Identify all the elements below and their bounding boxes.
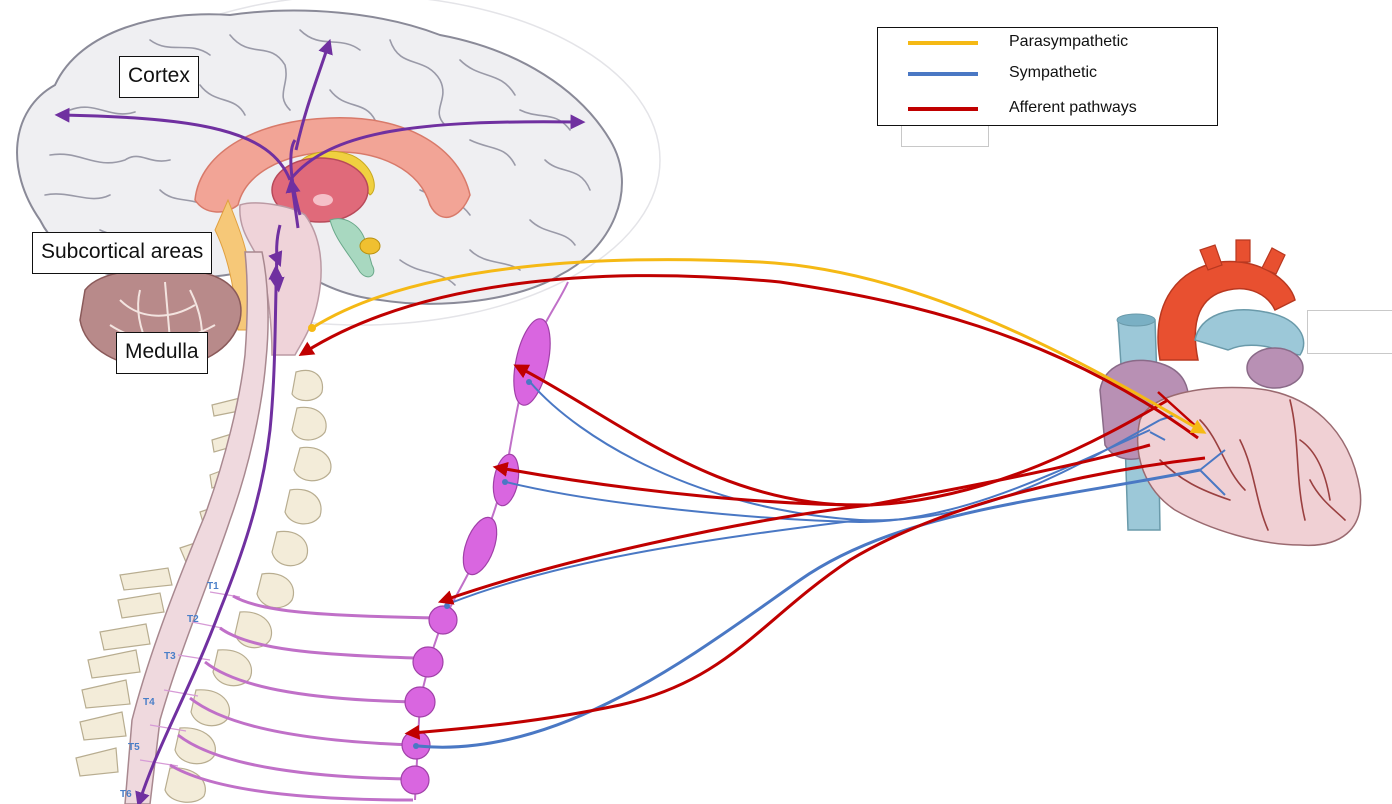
subcortical-areas-label: Subcortical areas <box>32 232 212 274</box>
legend-label-parasympathetic: Parasympathetic <box>1009 31 1128 53</box>
ganglion <box>405 687 435 717</box>
legend-label-afferent: Afferent pathways <box>1009 97 1137 119</box>
ganglion <box>401 766 429 794</box>
medulla-label: Medulla <box>116 332 208 374</box>
legend-item-afferent: Afferent pathways <box>878 97 1217 119</box>
vertebra-label-t2: T2 <box>187 614 199 625</box>
legend-swatch-parasympathetic <box>908 41 978 45</box>
heart-illustration <box>1100 240 1361 545</box>
ganglion <box>429 606 457 634</box>
legend-swatch-afferent <box>908 107 978 111</box>
legend-item-parasympathetic: Parasympathetic <box>878 31 1217 53</box>
ganglion <box>413 647 443 677</box>
legend-item-sympathetic: Sympathetic <box>878 62 1217 84</box>
vertebra-label-t5: T5 <box>128 742 140 753</box>
legend-swatch-sympathetic <box>908 72 978 76</box>
vertebra-label-t3: T3 <box>164 651 176 662</box>
ganglion <box>507 316 557 409</box>
legend: Parasympathetic Sympathetic Afferent pat… <box>877 27 1218 126</box>
sympathetic-chain <box>401 282 568 800</box>
vertebra-label-t1: T1 <box>207 581 219 592</box>
ganglion <box>457 513 504 579</box>
legend-label-sympathetic: Sympathetic <box>1009 62 1097 84</box>
lower-sympathetic-line <box>418 470 1200 747</box>
cortex-label: Cortex <box>119 56 199 98</box>
vertebra-label-t4: T4 <box>143 697 155 708</box>
empty-text-box <box>1307 310 1392 354</box>
vertebra-label-t6: T6 <box>120 789 132 800</box>
